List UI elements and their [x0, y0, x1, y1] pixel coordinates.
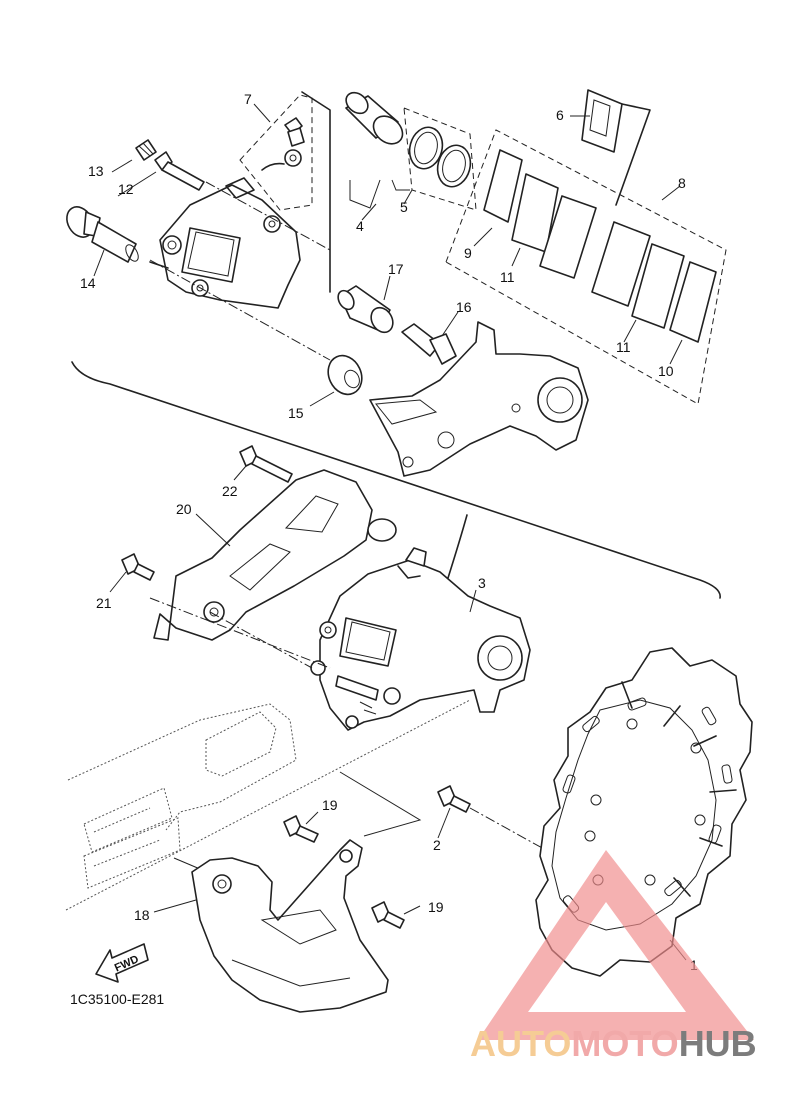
disc-guard-part — [191, 839, 389, 1013]
bolt-part-19a — [283, 815, 319, 843]
upper-bracket-line — [301, 91, 331, 293]
swingarm-outline — [65, 699, 471, 911]
callout-7: 7 — [244, 91, 252, 107]
watermark-auto: AUTO — [470, 1023, 571, 1064]
callout-12: 12 — [118, 181, 134, 197]
upper-caliper-body — [149, 177, 301, 309]
bush-part — [337, 285, 394, 334]
callout-22: 22 — [222, 483, 238, 499]
callout-3: 3 — [478, 575, 486, 591]
axis-line-mid-1 — [149, 597, 331, 669]
callout-14: 14 — [80, 275, 96, 291]
upper-caliper-bracket — [369, 321, 589, 477]
callout-4: 4 — [356, 218, 364, 234]
pad-kit-box — [445, 129, 727, 405]
callout-17: 17 — [388, 261, 404, 277]
bleed-screw-part — [239, 94, 313, 211]
axis-line-upper-2 — [205, 181, 331, 251]
callout-19b: 19 — [428, 899, 444, 915]
watermark-hub: HUB — [679, 1023, 757, 1064]
pad-shims — [483, 149, 717, 343]
brake-pads — [511, 173, 685, 329]
caliper-assembly-part — [310, 547, 531, 731]
callout-15: 15 — [288, 405, 304, 421]
callout-9: 9 — [464, 245, 472, 261]
pad-spring-part — [581, 89, 651, 206]
bush-part-15 — [327, 354, 363, 396]
callout-5: 5 — [400, 199, 408, 215]
callout-leaders — [93, 103, 687, 961]
callout-2: 2 — [433, 837, 441, 853]
callout-6: 6 — [556, 107, 564, 123]
piston-seal-part — [408, 126, 472, 188]
callout-8: 8 — [678, 175, 686, 191]
bolt-part-19b — [371, 901, 405, 929]
diagram-code: 1C35100-E281 — [70, 991, 164, 1007]
axis-line-mid-2 — [209, 611, 313, 669]
callout-20: 20 — [176, 501, 192, 517]
callout-10: 10 — [658, 363, 674, 379]
torque-arm-part — [153, 469, 397, 641]
pad-pin-part — [154, 151, 205, 191]
automotohub-watermark: AUTOMOTOHUB — [470, 850, 757, 1064]
bracket-leader — [447, 514, 468, 579]
leader-lines-lower — [339, 771, 422, 837]
callout-11b: 11 — [616, 339, 631, 355]
bolt-part-22 — [239, 445, 293, 483]
disc-bolt-part — [437, 785, 471, 813]
watermark-text: AUTOMOTOHUB — [470, 1023, 757, 1064]
pin-plug-part — [135, 139, 157, 161]
callout-16: 16 — [456, 299, 472, 315]
watermark-moto: MOTO — [571, 1023, 678, 1064]
axis-line-upper-1 — [149, 259, 331, 361]
callout-11a: 11 — [500, 269, 515, 285]
callout-19a: 19 — [322, 797, 338, 813]
callout-labels: 1 2 3 4 5 6 7 8 9 10 11 11 12 13 14 15 1… — [80, 91, 698, 973]
piston-part — [345, 91, 404, 145]
callout-18: 18 — [134, 907, 150, 923]
seal-box — [403, 107, 477, 211]
bolt-part-21 — [121, 553, 155, 581]
bolt-part-16 — [401, 323, 457, 365]
callout-13: 13 — [88, 163, 104, 179]
slide-pin-part — [66, 206, 139, 263]
callout-21: 21 — [96, 595, 112, 611]
group-bracket — [71, 361, 721, 599]
forward-arrow-icon: FWD — [95, 943, 149, 983]
watermark-triangle-logo — [478, 850, 754, 1040]
